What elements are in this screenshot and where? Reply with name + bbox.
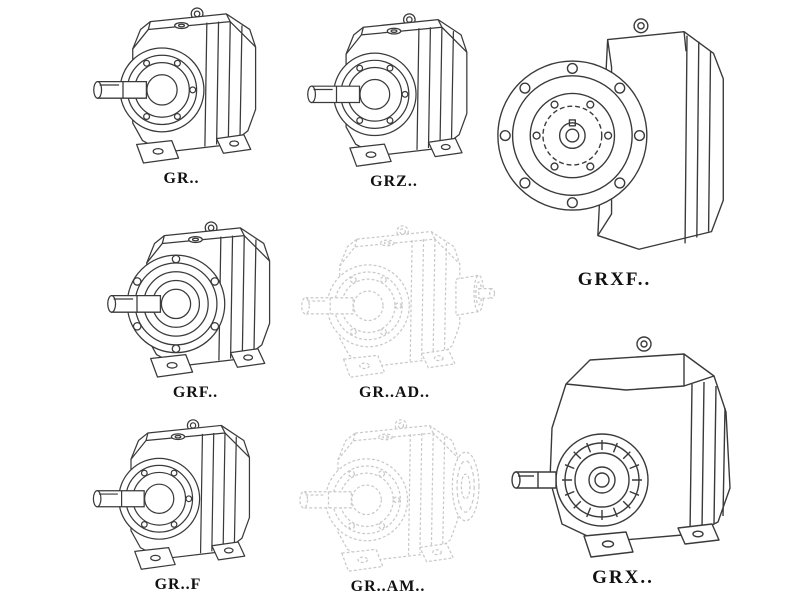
gearbox-drawing-grz [307,13,468,167]
figure-grxf: GRXF.. [492,12,737,291]
gearbox-drawing-grxf [497,18,724,250]
gearbox-drawing-gr-ad [301,225,496,378]
figure-label-grf: GRF.. [172,384,219,401]
figure-label-grz: GRZ.. [370,173,418,190]
figure-grx: GRX.. [498,330,748,589]
figure-label-gr-am: GR..AM.. [350,578,426,595]
figure-grf: GRF.. [98,218,293,402]
flange-mounted-gearbox [497,18,724,250]
figure-gr-ad: GR..AD.. [292,222,497,402]
gearbox-drawing-gr-f [92,419,251,570]
figure-label-gr: GR.. [163,170,200,187]
motor-adapter-flange [451,451,480,522]
gearbox-shaft-boss [299,458,409,542]
foot-mounted-gearbox [511,336,731,558]
gearbox-drawing-gr-am [299,419,480,572]
figure-label-grx: GRX.. [592,567,654,588]
figure-gr-f: GR..F [84,416,272,594]
gearbox-drawing-gr [93,7,257,164]
gearbox-drawing-grf [107,221,271,378]
gearbox-shaft-boss [307,52,417,137]
figure-label-gr-f: GR..F [154,576,202,593]
figure-grz: GRZ.. [298,10,490,191]
figure-gr-am: GR..AM.. [290,416,486,596]
figure-label-grxf: GRXF.. [577,269,652,290]
gearbox-output-flange [107,254,226,354]
gearbox-shaft-boss [93,47,205,133]
figure-gr: GR.. [84,4,279,188]
input-adapter [455,274,496,316]
gearbox-shaft-boss [301,264,410,348]
figure-label-gr-ad: GR..AD.. [358,384,431,401]
gearbox-shaft-boss [92,457,201,540]
gearbox-drawing-grx [511,336,731,558]
